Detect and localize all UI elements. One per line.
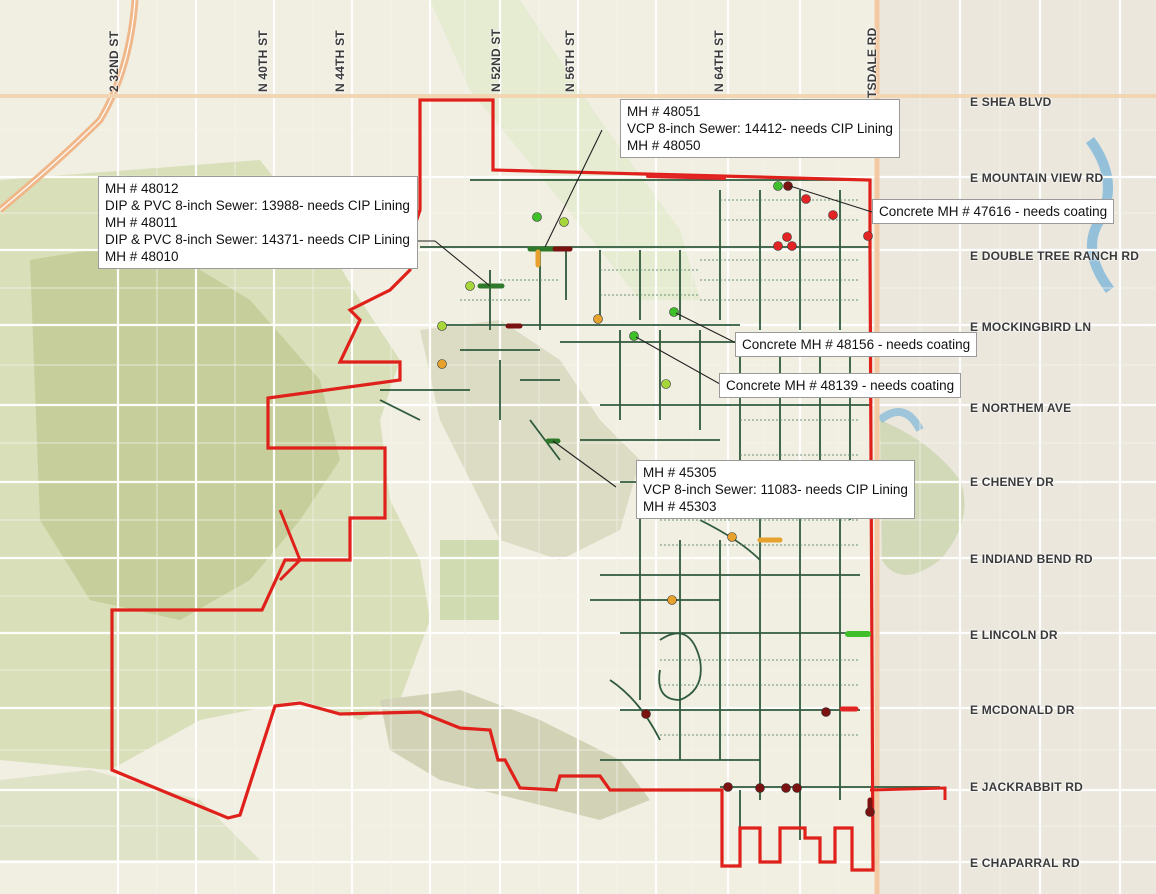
manhole-point <box>437 359 447 369</box>
manhole-point <box>723 782 733 792</box>
park-green <box>880 420 965 575</box>
manhole-point <box>532 212 542 222</box>
manhole-point <box>661 379 671 389</box>
road-label-mountain-view-rd: E MOUNTAIN VIEW RD <box>970 171 1104 185</box>
callout-line: DIP & PVC 8-inch Sewer: 13988- needs CIP… <box>105 198 410 213</box>
road-label-lincoln-dr: E LINCOLN DR <box>970 628 1058 642</box>
callout-line: MH # 48012 <box>105 181 179 196</box>
road-label-56th-st: N 56TH ST <box>563 30 577 92</box>
road-label-indian-bend-rd: E INDIAND BEND RD <box>970 552 1093 566</box>
manhole-point <box>863 231 873 241</box>
manhole-point <box>667 595 677 605</box>
callout-mh-48156[interactable]: Concrete MH # 48156 - needs coating <box>735 332 978 357</box>
manhole-point <box>755 783 765 793</box>
manhole-point <box>629 331 639 341</box>
road-label-northem-ave: E NORTHEM AVE <box>970 401 1072 415</box>
manhole-point <box>783 181 793 191</box>
manhole-point <box>593 314 603 324</box>
road-label-40th-st: N 40TH ST <box>256 30 270 92</box>
callout-mh-48012[interactable]: MH # 48012 DIP & PVC 8-inch Sewer: 13988… <box>98 176 418 269</box>
road-label-scottsdale-rd: TSDALE RD <box>865 27 879 98</box>
wash-green <box>430 0 700 300</box>
manhole-point <box>821 707 831 717</box>
manhole-point <box>782 232 792 242</box>
road-label-cheney-dr: E CHENEY DR <box>970 475 1054 489</box>
road-label-shea-blvd: E SHEA BLVD <box>970 95 1052 109</box>
preserve-green <box>440 540 500 620</box>
callout-leaders <box>416 129 873 488</box>
callout-line: Concrete MH # 48156 - needs coating <box>742 337 971 352</box>
sewer-network <box>379 179 940 862</box>
callout-line: VCP 8-inch Sewer: 14412- needs CIP Linin… <box>627 121 893 136</box>
manhole-point <box>669 307 679 317</box>
manhole-point <box>727 532 737 542</box>
mountain-terrain-core <box>30 240 340 620</box>
lake <box>877 408 924 432</box>
manhole-point <box>865 807 875 817</box>
road-label-52nd-st: N 52ND ST <box>489 28 503 92</box>
road-label-64th-st: N 64TH ST <box>712 30 726 92</box>
manhole-point <box>437 321 447 331</box>
callout-line: Concrete MH # 47616 - needs coating <box>879 204 1108 219</box>
road-label-jackrabbit-rd: E JACKRABBIT RD <box>970 780 1084 794</box>
callout-mh-48051[interactable]: MH # 48051 VCP 8-inch Sewer: 14412- need… <box>620 99 900 158</box>
callout-line: MH # 48011 <box>105 215 178 230</box>
callout-line: VCP 8-inch Sewer: 11083- needs CIP Linin… <box>643 482 908 497</box>
callout-line: MH # 45305 <box>643 465 717 480</box>
callout-line: Concrete MH # 48139 - needs coating <box>726 378 955 393</box>
callout-line: DIP & PVC 8-inch Sewer: 14371- needs CIP… <box>105 232 410 247</box>
manhole-point <box>559 217 569 227</box>
manhole-point <box>781 783 791 793</box>
road-label-chaparral-rd: E CHAPARRAL RD <box>970 856 1080 870</box>
callout-line: MH # 48010 <box>105 249 179 264</box>
manhole-point <box>465 281 475 291</box>
callout-line: MH # 45303 <box>643 499 717 514</box>
camelback-terrain <box>420 320 640 560</box>
callout-mh-45305[interactable]: MH # 45305 VCP 8-inch Sewer: 11083- need… <box>636 460 915 519</box>
road-label-mcdonald-dr: E MCDONALD DR <box>970 703 1075 717</box>
sewer-laterals <box>460 199 860 736</box>
road-label-double-tree-ranch-rd: E DOUBLE TREE RANCH RD <box>970 249 1140 263</box>
manhole-point <box>801 194 811 204</box>
manhole-point <box>828 210 838 220</box>
callout-line: MH # 48051 <box>627 104 701 119</box>
callout-line: MH # 48050 <box>627 138 701 153</box>
road-label-44th-st: N 44TH ST <box>333 30 347 92</box>
service-area-boundary <box>110 98 875 872</box>
manhole-point <box>773 241 783 251</box>
callout-mh-48139[interactable]: Concrete MH # 48139 - needs coating <box>719 373 962 398</box>
manhole-point <box>787 241 797 251</box>
callout-mh-47616[interactable]: Concrete MH # 47616 - needs coating <box>872 199 1115 224</box>
manhole-point <box>773 181 783 191</box>
manhole-point <box>792 783 802 793</box>
road-label-32nd-st: 2 32ND ST <box>107 30 121 92</box>
road-label-mockingbird-ln: E MOCKINGBIRD LN <box>970 320 1092 334</box>
manhole-point <box>641 709 651 719</box>
manhole-points <box>437 181 875 817</box>
